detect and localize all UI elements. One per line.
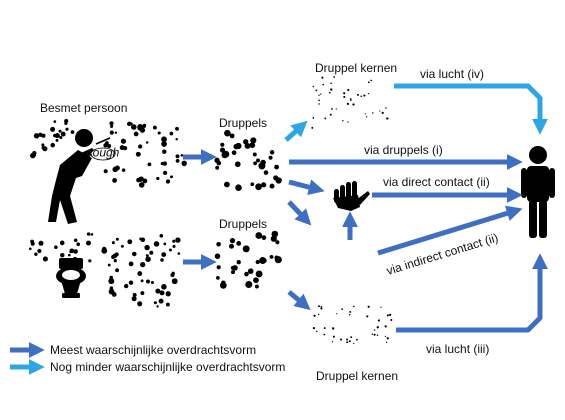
spray-cloud-top-right <box>103 121 187 188</box>
droplet-nuclei-bottom-label: Druppel kernen <box>316 369 398 383</box>
cough-speech-bubble: cough <box>87 146 120 161</box>
air-iv-arrow <box>394 83 549 135</box>
cough-text: cough <box>87 146 120 160</box>
droplets-top-label: Druppels <box>219 116 267 130</box>
legend-most-likely-label: Meest waarschijnlijke overdrachtsvorm <box>50 343 256 357</box>
dark-arrows <box>10 148 549 359</box>
nuclei-cloud-bottom <box>312 305 393 345</box>
legend-less-likely-label: Nog minder waarschijnlijke overdrachtsvo… <box>50 360 285 374</box>
person-icon <box>521 146 555 238</box>
route-air-iii-label: via lucht (iii) <box>426 342 489 356</box>
route-air-iv-label: via lucht (iv) <box>420 67 484 81</box>
droplets-cloud-top <box>214 129 282 191</box>
route-direct-contact-label: via direct contact (ii) <box>383 175 490 189</box>
toilet-icon <box>56 258 86 298</box>
nuclei-cloud-top <box>311 76 389 129</box>
indirect-contact-arrow <box>377 205 523 256</box>
hand-icon <box>333 181 370 211</box>
route-indirect-contact-label: via indirect contact (ii) <box>385 231 500 278</box>
droplets-to-nuclei-top-arrow <box>284 120 308 142</box>
spray-cloud-top-left <box>30 119 86 159</box>
route-droplets-i-label: via druppels (i) <box>364 143 443 157</box>
droplets-to-hand-arrow <box>288 179 325 195</box>
droplet-nuclei-top-label: Druppel kernen <box>315 61 397 75</box>
particle-clouds <box>28 76 393 345</box>
droplets-bottom-label: Druppels <box>219 217 267 231</box>
air-iii-arrow <box>396 253 549 333</box>
coughing-person-icon <box>48 129 111 224</box>
spray-cloud-bottom-right <box>101 233 181 308</box>
droplets-cloud-bottom <box>214 230 282 289</box>
infected-person-label: Besmet persoon <box>40 101 127 115</box>
droplets-to-surface-arrow <box>287 200 312 226</box>
light-arrows <box>10 83 549 376</box>
droplets-to-nuclei-arrow <box>287 290 311 311</box>
